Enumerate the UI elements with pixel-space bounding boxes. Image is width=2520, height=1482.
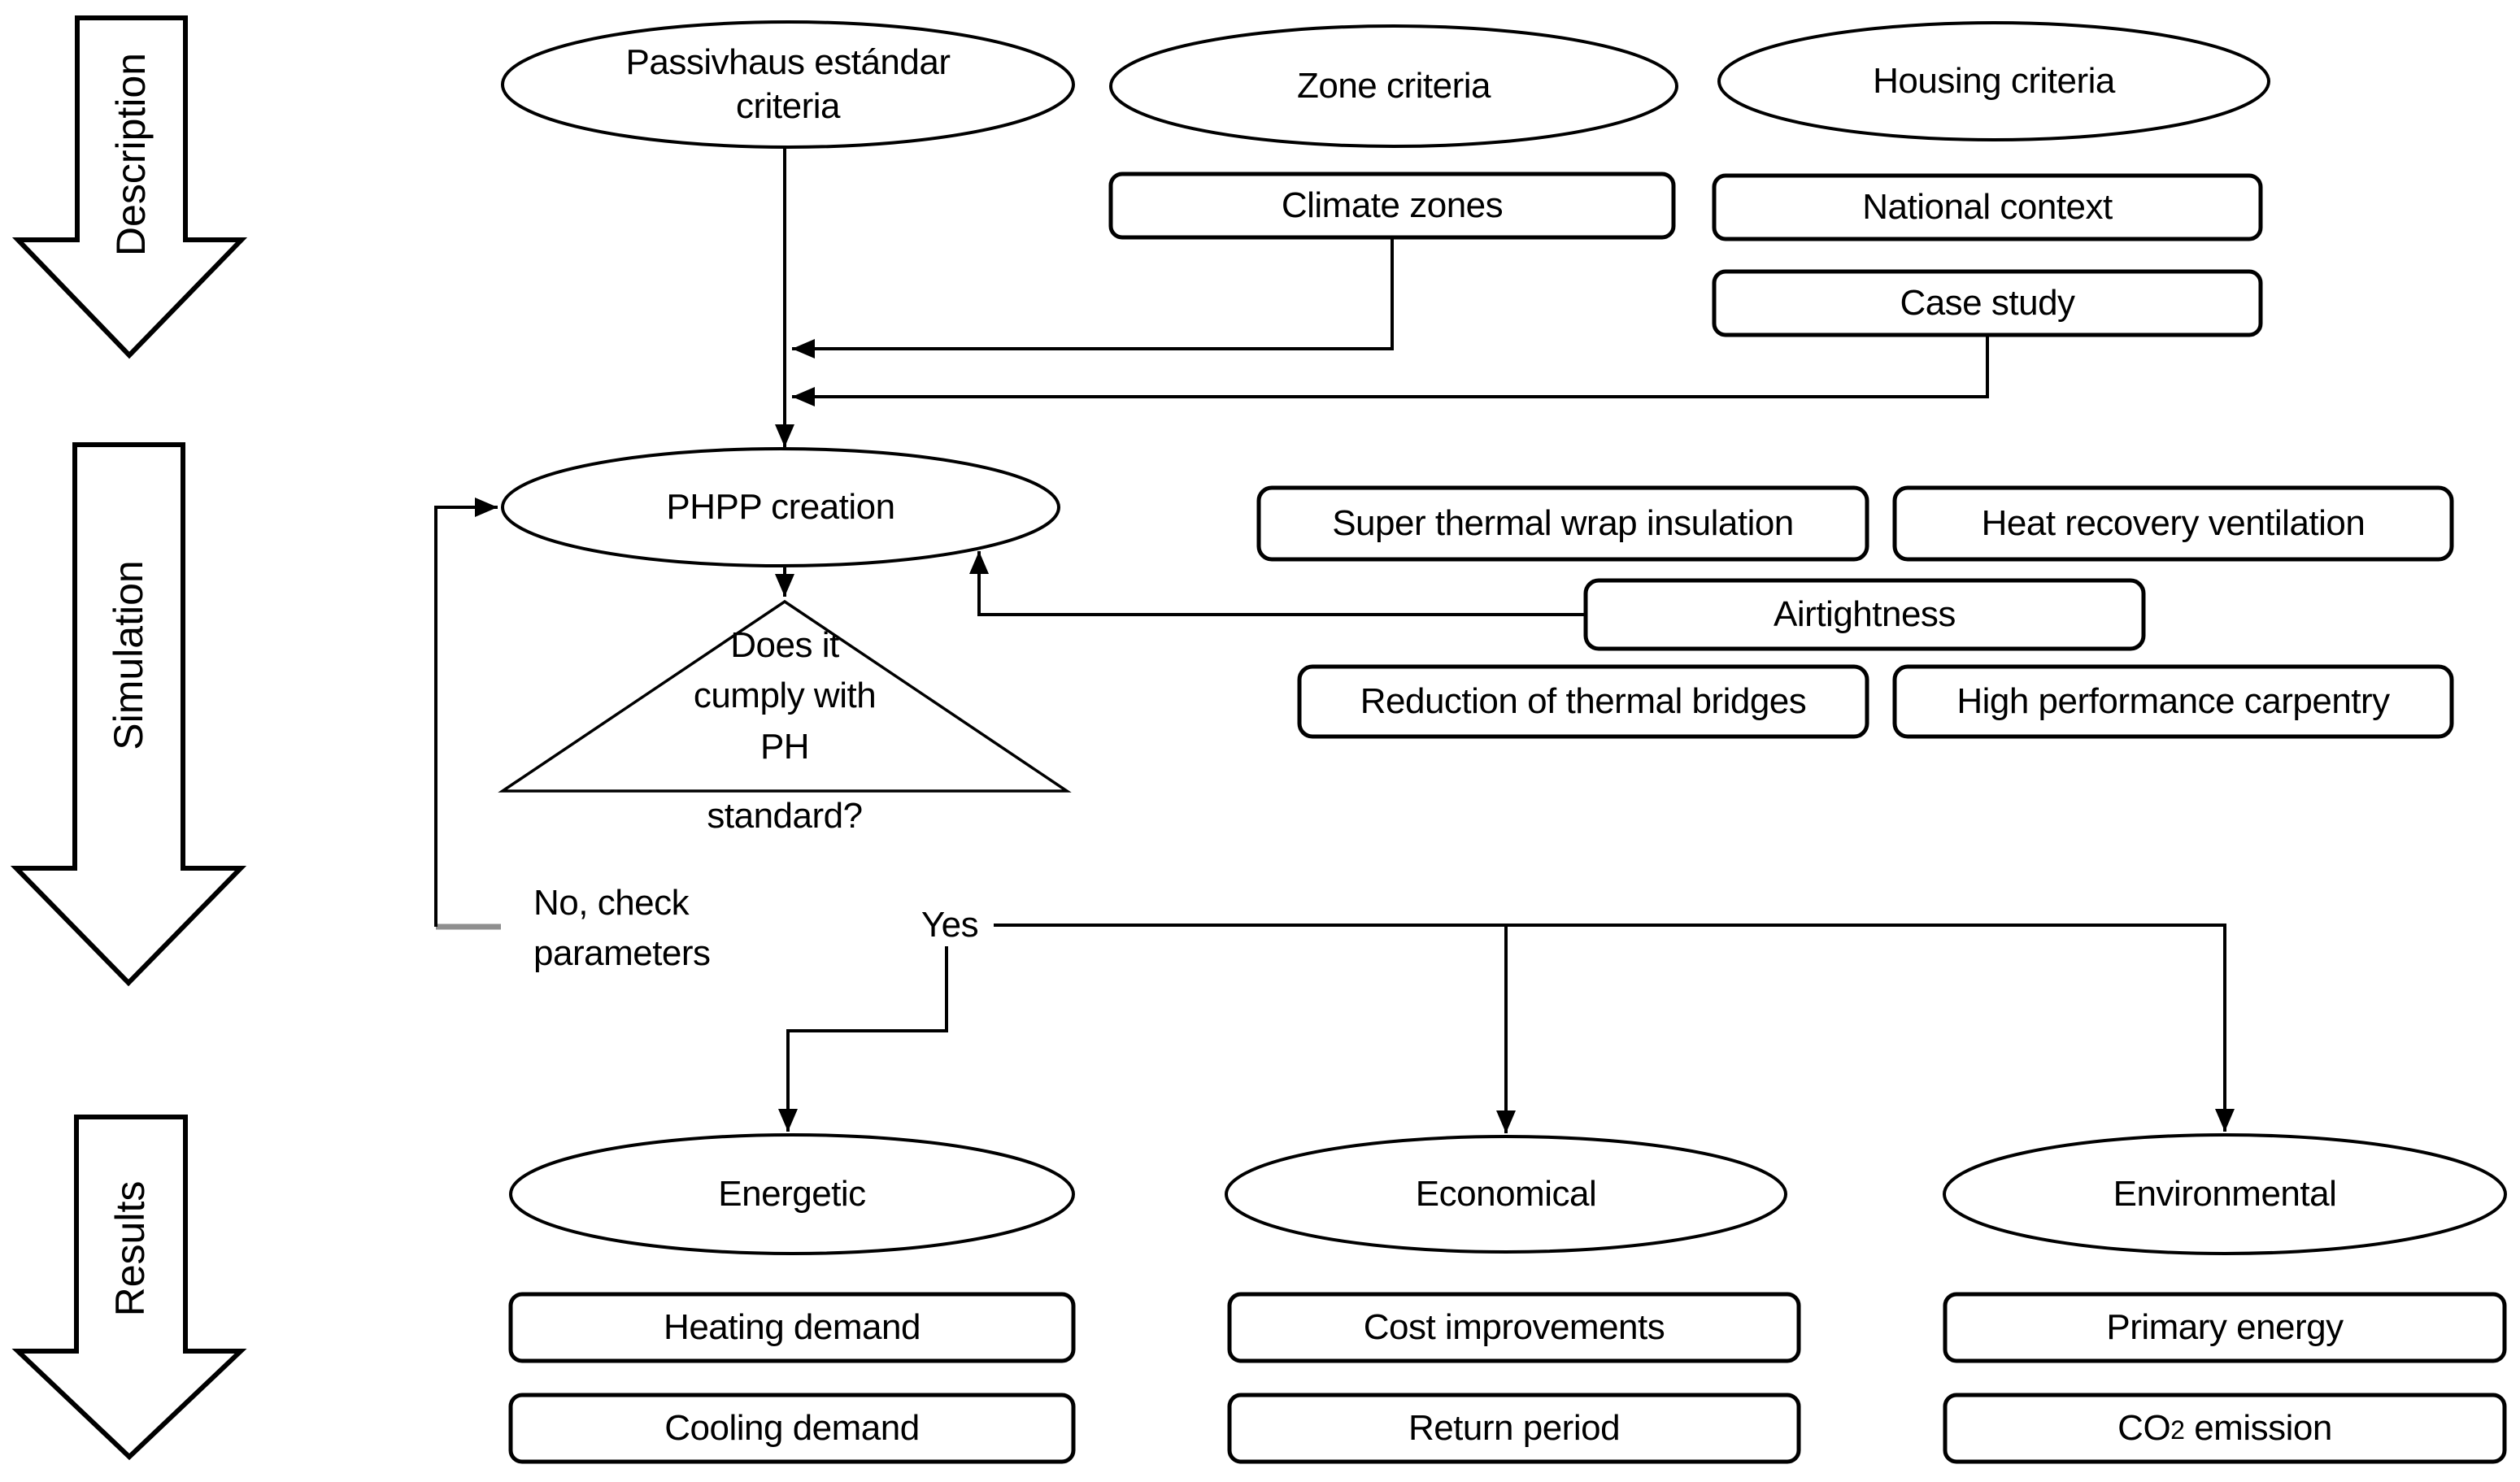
decision-triangle (498, 599, 1072, 793)
simulation-phase-arrow (10, 442, 247, 987)
cost-improvements-box (1227, 1292, 1801, 1363)
description-phase-arrow (11, 15, 248, 359)
heat-recovery-box (1892, 485, 2454, 562)
edge-no-loop-to-phpp (434, 498, 498, 927)
zone-criteria-ellipse (1109, 24, 1678, 148)
airtightness-box (1583, 578, 2146, 651)
edge-yes-to-energetic (778, 946, 948, 1132)
housing-criteria-ellipse (1717, 21, 2270, 141)
edge-yes-to-environmental (994, 924, 2235, 1132)
heating-demand-box (508, 1292, 1076, 1363)
cooling-demand-box (508, 1393, 1076, 1464)
climate-zones-box (1108, 172, 1676, 240)
carpentry-box (1892, 664, 2454, 739)
edge-airtightness-to-phpp (969, 551, 1586, 616)
return-period-box (1227, 1393, 1801, 1464)
primary-energy-box (1943, 1292, 2507, 1363)
super-insulation-box (1256, 485, 1869, 562)
edge-climate-to-merge (792, 237, 1394, 359)
co2-emission-box (1943, 1393, 2507, 1464)
results-phase-arrow (11, 1115, 247, 1461)
economical-ellipse (1225, 1135, 1787, 1254)
energetic-ellipse (509, 1133, 1075, 1255)
environmental-ellipse (1943, 1133, 2507, 1255)
national-context-box (1712, 173, 2263, 241)
phpp-creation-ellipse (501, 447, 1060, 567)
edge-casestudy-to-merge (792, 335, 1989, 406)
case-study-box (1712, 269, 2263, 337)
passivhaus-criteria-ellipse (501, 20, 1075, 149)
thermal-bridges-box (1297, 664, 1869, 739)
